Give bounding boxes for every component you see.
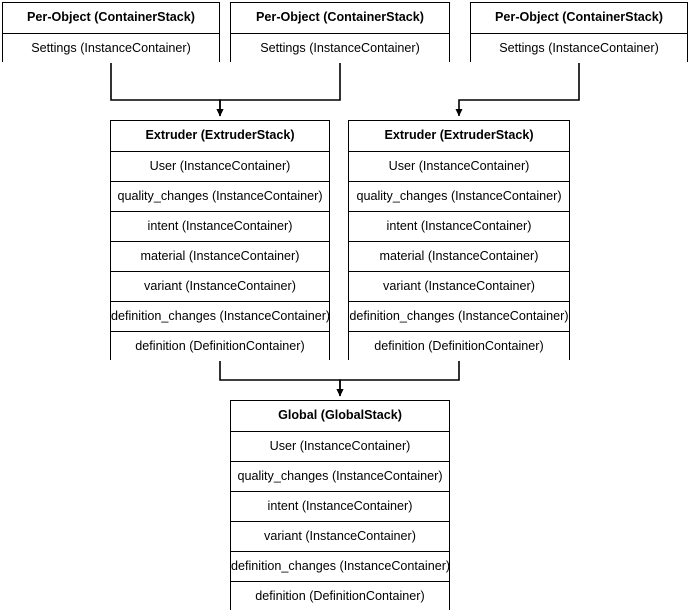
per-object-container-stack-1-row[interactable]: Settings (InstanceContainer) [3, 33, 219, 63]
extruder-stack-2-row[interactable]: intent (InstanceContainer) [349, 211, 569, 241]
global-stack[interactable]: Global (GlobalStack)User (InstanceContai… [230, 400, 450, 611]
extruder-stack-2-row[interactable]: User (InstanceContainer) [349, 151, 569, 181]
per-object-container-stack-1-header: Per-Object (ContainerStack) [3, 3, 219, 33]
extruder-stack-1-row[interactable]: User (InstanceContainer) [111, 151, 329, 181]
extruder-stack-1-row[interactable]: definition (DefinitionContainer) [111, 331, 329, 361]
extruder-stack-2-row[interactable]: variant (InstanceContainer) [349, 271, 569, 301]
extruder-stack-2-header: Extruder (ExtruderStack) [349, 121, 569, 151]
global-stack-header: Global (GlobalStack) [231, 401, 449, 431]
extruder-stack-2-row[interactable]: quality_changes (InstanceContainer) [349, 181, 569, 211]
per-object-container-stack-3-header: Per-Object (ContainerStack) [471, 3, 687, 33]
extruder-stack-2[interactable]: Extruder (ExtruderStack)User (InstanceCo… [348, 120, 570, 361]
extruder-stack-1-row[interactable]: quality_changes (InstanceContainer) [111, 181, 329, 211]
extruder-stack-1-header: Extruder (ExtruderStack) [111, 121, 329, 151]
edge-per-object-2-to-extruder-1 [216, 62, 341, 117]
global-stack-row[interactable]: definition (DefinitionContainer) [231, 581, 449, 611]
extruder-stack-1-row[interactable]: definition_changes (InstanceContainer) [111, 301, 329, 331]
per-object-container-stack-3[interactable]: Per-Object (ContainerStack)Settings (Ins… [470, 2, 688, 63]
per-object-container-stack-2[interactable]: Per-Object (ContainerStack)Settings (Ins… [230, 2, 450, 63]
edge-extruder-1-to-global [219, 360, 344, 397]
extruder-stack-1-row[interactable]: variant (InstanceContainer) [111, 271, 329, 301]
per-object-container-stack-3-row[interactable]: Settings (InstanceContainer) [471, 33, 687, 63]
per-object-container-stack-1[interactable]: Per-Object (ContainerStack)Settings (Ins… [2, 2, 220, 63]
global-stack-row[interactable]: definition_changes (InstanceContainer) [231, 551, 449, 581]
per-object-container-stack-2-row[interactable]: Settings (InstanceContainer) [231, 33, 449, 63]
extruder-stack-1-row[interactable]: material (InstanceContainer) [111, 241, 329, 271]
edge-per-object-3-to-extruder-2 [455, 62, 580, 117]
extruder-stack-2-row[interactable]: definition (DefinitionContainer) [349, 331, 569, 361]
extruder-stack-2-row[interactable]: material (InstanceContainer) [349, 241, 569, 271]
edge-per-object-1-to-extruder-1 [110, 62, 224, 117]
extruder-stack-1-row[interactable]: intent (InstanceContainer) [111, 211, 329, 241]
edge-extruder-2-to-global [336, 360, 460, 397]
extruder-stack-1[interactable]: Extruder (ExtruderStack)User (InstanceCo… [110, 120, 330, 361]
global-stack-row[interactable]: quality_changes (InstanceContainer) [231, 461, 449, 491]
extruder-stack-2-row[interactable]: definition_changes (InstanceContainer) [349, 301, 569, 331]
global-stack-row[interactable]: User (InstanceContainer) [231, 431, 449, 461]
global-stack-row[interactable]: variant (InstanceContainer) [231, 521, 449, 551]
global-stack-row[interactable]: intent (InstanceContainer) [231, 491, 449, 521]
per-object-container-stack-2-header: Per-Object (ContainerStack) [231, 3, 449, 33]
